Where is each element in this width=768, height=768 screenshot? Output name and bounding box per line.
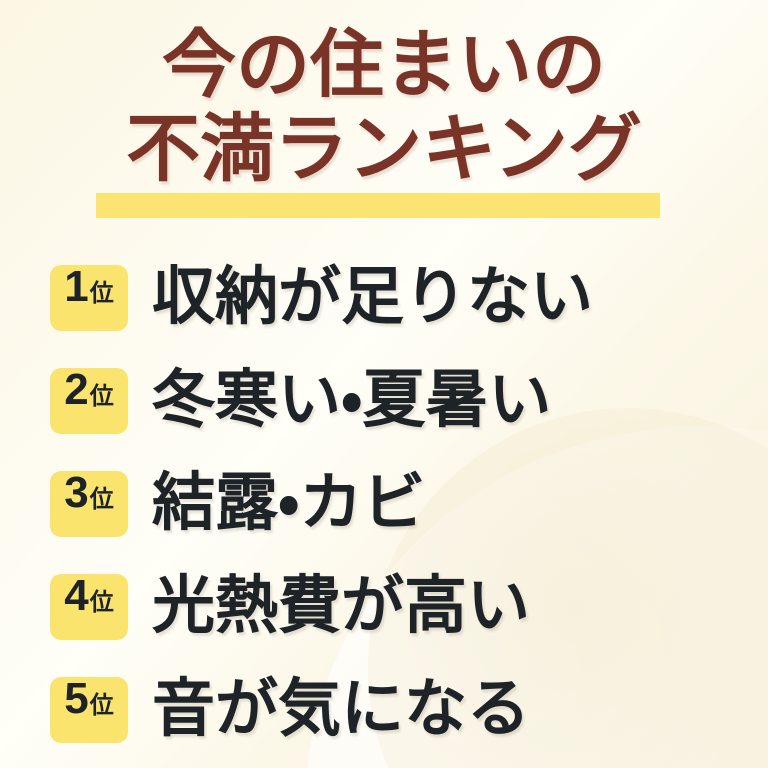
rank-suffix-2: 位 xyxy=(89,382,114,410)
title-highlight-bar xyxy=(96,193,660,218)
ranking-row-4: 4 位 光熱費が高い xyxy=(0,555,768,658)
page-title: 今の住まいの 不満ランキング xyxy=(0,22,768,192)
rank-number-3: 3 xyxy=(64,467,89,517)
rank-number-4: 4 xyxy=(64,570,89,620)
rank-number-2: 2 xyxy=(64,364,89,414)
rank-suffix-3: 位 xyxy=(89,485,114,513)
rank-badge-5: 5 位 xyxy=(50,673,128,743)
rank-label-3: 結露・カビ xyxy=(152,468,426,538)
title-line-2: 不満ランキング xyxy=(126,107,642,190)
rank-suffix-4: 位 xyxy=(89,588,114,616)
title-line-1: 今の住まいの xyxy=(162,23,606,106)
rank-label-2: 冬寒い・夏暑い xyxy=(152,365,552,435)
rank-badge-3: 3 位 xyxy=(50,467,128,537)
rank-badge-2: 2 位 xyxy=(50,364,128,434)
ranking-row-5: 5 位 音が気になる xyxy=(0,658,768,761)
ranking-list: 1 位 収納が足りない 2 位 冬寒い・夏暑い 3 位 結露・カビ 4 位 xyxy=(0,246,768,761)
rank-label-4: 光熱費が高い xyxy=(152,571,530,641)
rank-label-1: 収納が足りない xyxy=(152,262,593,332)
rank-suffix-1: 位 xyxy=(89,279,114,307)
rank-badge-1: 1 位 xyxy=(50,261,128,331)
ranking-row-1: 1 位 収納が足りない xyxy=(0,246,768,349)
rank-badge-4: 4 位 xyxy=(50,570,128,640)
rank-number-5: 5 xyxy=(64,673,89,723)
ranking-row-3: 3 位 結露・カビ xyxy=(0,452,768,555)
rank-label-5: 音が気になる xyxy=(152,674,530,744)
ranking-row-2: 2 位 冬寒い・夏暑い xyxy=(0,349,768,452)
rank-suffix-5: 位 xyxy=(89,691,114,719)
rank-number-1: 1 xyxy=(64,261,89,311)
